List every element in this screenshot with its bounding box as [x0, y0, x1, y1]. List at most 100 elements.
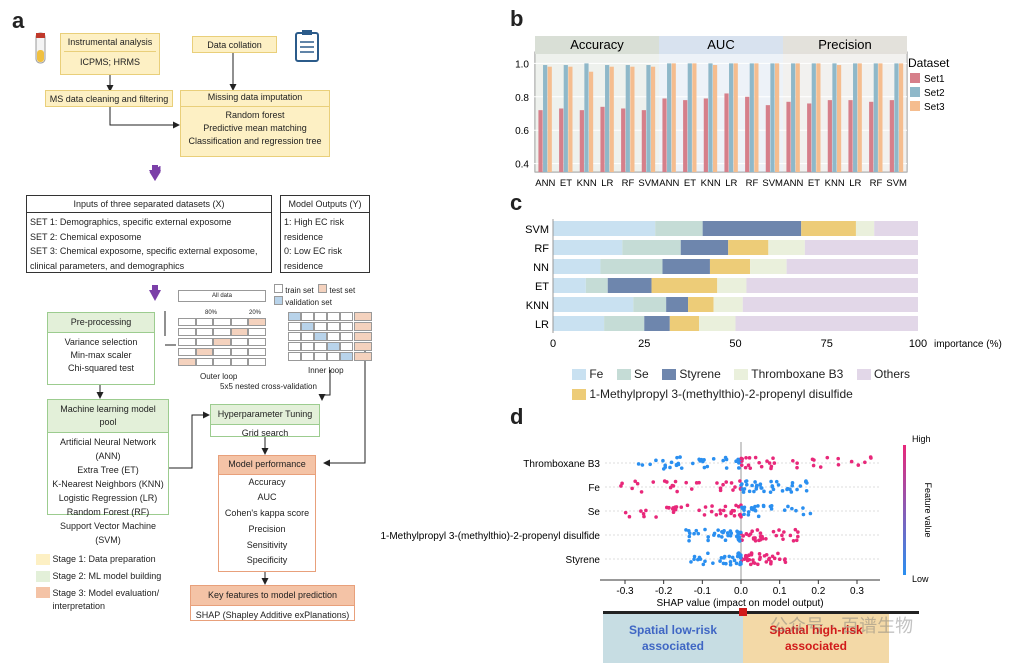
chart-d-point: [798, 484, 803, 488]
chart-d-point: [744, 482, 749, 487]
chart-d-feature-label: Fe: [588, 483, 600, 494]
chart-b-bar: [733, 63, 738, 172]
chart-d-point: [744, 455, 748, 460]
chart-d-point: [714, 512, 719, 517]
chart-b-bar: [786, 101, 791, 172]
chart-d-point: [756, 514, 761, 519]
cv-80: 80%: [204, 310, 217, 316]
chart-c-bar-segment: [728, 240, 769, 255]
chart-b-xtick: ANN: [783, 178, 803, 189]
chart-d-point: [741, 490, 746, 494]
chart-d-point: [754, 487, 759, 491]
chart-d-point: [782, 508, 787, 513]
outputs-box: Model Outputs (Y) 1: High EC risk reside…: [280, 195, 370, 273]
chart-b-xtick: ET: [684, 178, 696, 189]
chart-c-bar-segment: [735, 316, 918, 331]
chart-c-ytick: ET: [535, 281, 549, 293]
chart-d-point: [744, 479, 748, 484]
chart-d-point: [684, 480, 688, 485]
chart-b-facet-label: Accuracy: [570, 37, 624, 52]
chart-b-bar: [579, 110, 584, 172]
chart-b-xtick: LR: [601, 178, 613, 189]
chart-d-colorbar-label: Feature value: [923, 482, 933, 537]
chart-d-point: [795, 461, 799, 465]
chart-d-point: [749, 507, 754, 511]
chart-d-point: [687, 538, 691, 543]
chart-d-colorbar-high: High: [912, 434, 931, 444]
chart-b-xtick: ET: [560, 178, 572, 189]
chart-d-point: [673, 479, 678, 484]
chart-b-xtick: SVM: [762, 178, 783, 189]
chart-c-bar-segment: [585, 278, 608, 293]
chart-d-point: [736, 551, 741, 555]
chart-d-point: [692, 557, 696, 562]
chart-d-point: [734, 561, 739, 566]
chart-b-xtick: SVM: [638, 178, 659, 189]
chart-d-point: [694, 481, 699, 485]
cv-outer-cell: [213, 328, 231, 336]
cv-inner-test-cell: [354, 332, 372, 341]
chart-c-legend: Fe Se Styrene Thromboxane B3 Others 1-Me…: [572, 364, 910, 404]
missing-imputation-box: Missing data imputation Random forest Pr…: [180, 90, 330, 157]
cv-inner-test-cell: [354, 352, 372, 361]
chart-d-point: [749, 551, 754, 555]
chart-b-bar: [588, 71, 594, 172]
chart-d-point: [679, 466, 684, 470]
chart-c-bar-segment: [600, 259, 663, 274]
cv-outer-cell: [178, 358, 196, 366]
chart-c-bar-segment: [804, 240, 918, 255]
inputs-item: SET 1: Demographics, specific external e…: [30, 217, 232, 228]
cv-outer-cell: [230, 328, 249, 336]
chart-d-point: [759, 486, 763, 490]
chart-d-point: [808, 511, 813, 516]
legend-fe: Fe: [589, 367, 604, 381]
cv-outer-cell: [195, 318, 214, 326]
cv-inner-cell: [314, 312, 327, 321]
chart-d-point: [764, 536, 768, 541]
chart-d-point: [721, 561, 726, 566]
chart-d-point: [783, 560, 788, 565]
chart-b-xtick: SVM: [886, 178, 907, 189]
chart-d-point: [757, 460, 761, 465]
instrumental-title: Instrumental analysis: [64, 36, 156, 53]
chart-b-bar: [584, 63, 589, 172]
cv-inner-cell: [340, 322, 353, 331]
chart-d-point: [661, 467, 666, 471]
chart-d-point: [726, 533, 730, 538]
chart-d-point: [757, 538, 761, 543]
chart-d-point: [692, 531, 696, 536]
cv-outer-cell: [213, 338, 231, 346]
missing-title: Missing data imputation: [181, 91, 329, 108]
chart-b-facet-header: [783, 36, 907, 54]
chart-d-point: [751, 560, 756, 565]
chart-b-xtick: KNN: [825, 178, 845, 189]
chart-c-bar-segment: [768, 240, 805, 255]
panel-label-d: d: [510, 404, 524, 429]
chart-b-bar: [600, 106, 605, 172]
chart-d-point: [748, 532, 753, 536]
chart-d-point: [710, 504, 714, 508]
chart-b-legend-swatch: [910, 87, 920, 97]
performance-item: Specificity: [246, 555, 288, 566]
chart-d-point: [757, 552, 762, 556]
chart-c-bar-segment: [713, 297, 743, 312]
legend-styrene: Styrene: [679, 367, 721, 381]
chart-c-bar-segment: [750, 259, 787, 274]
chart-d-point: [738, 560, 743, 565]
chart-d-point: [789, 490, 794, 494]
cv-inner-test-cell: [354, 342, 372, 351]
chart-b-xtick: ANN: [535, 178, 555, 189]
cv-outer-cell: [230, 318, 249, 326]
chart-d-point: [642, 514, 646, 519]
chart-d-point: [651, 480, 656, 484]
chart-d-point: [747, 553, 751, 558]
chart-b-bar: [848, 100, 853, 172]
chart-d-point: [748, 466, 753, 470]
chart-c-xtick: 50: [729, 338, 741, 350]
chart-d-point: [780, 533, 784, 538]
missing-item: Predictive mean matching: [203, 123, 307, 134]
performance-item: Cohen's kappa score: [224, 508, 310, 519]
chart-d-point: [757, 557, 762, 562]
legend-se: Se: [634, 367, 649, 381]
